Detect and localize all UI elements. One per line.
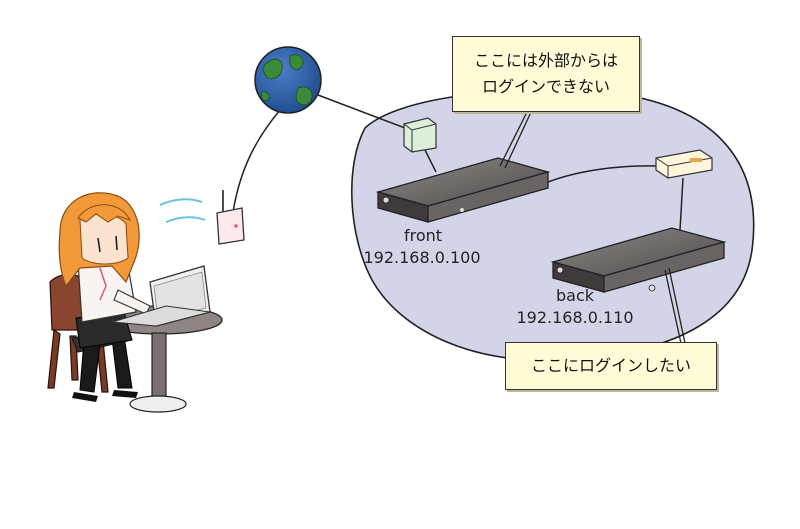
server-back xyxy=(550,227,727,293)
front-callout-line2: ログインできない xyxy=(481,77,610,96)
front-server-name: front xyxy=(403,226,443,245)
motion-lines xyxy=(159,198,206,223)
back-callout-text: ここにログインしたい xyxy=(530,356,691,375)
globe-icon xyxy=(254,46,322,114)
front-login-callout: ここには外部からは ログインできない xyxy=(452,36,640,112)
switch-back-line xyxy=(679,177,684,231)
front-callout-line1: ここには外部からは xyxy=(473,51,618,70)
firewall-icon xyxy=(403,117,437,153)
laptop-icon xyxy=(111,265,211,327)
globe-firewall-line xyxy=(317,94,406,129)
switch-icon xyxy=(655,149,713,179)
firewall-front-line xyxy=(423,147,437,173)
back-login-callout: ここにログインしたい xyxy=(505,342,717,390)
connection-lines xyxy=(232,94,684,231)
user-illustration xyxy=(58,192,151,402)
back-server-ip: 192.168.0.110 xyxy=(516,308,634,327)
router-globe-line xyxy=(232,109,281,213)
back-server-name: back xyxy=(555,286,595,305)
wifi-router-icon xyxy=(216,190,245,245)
front-server-ip: 192.168.0.100 xyxy=(363,248,481,267)
callout-pointers xyxy=(499,109,687,349)
server-front xyxy=(375,157,551,223)
front-switch-line xyxy=(547,165,661,183)
